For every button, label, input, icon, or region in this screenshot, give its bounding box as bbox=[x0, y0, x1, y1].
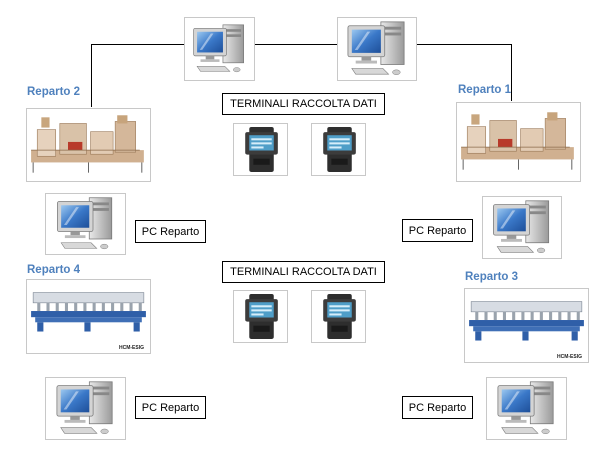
terminal-top-left[interactable] bbox=[233, 123, 288, 176]
embroidery-machine-icon bbox=[465, 289, 588, 349]
pc-reparto-left-bottom[interactable] bbox=[45, 377, 126, 440]
desktop-computer-icon bbox=[338, 18, 416, 80]
pc-reparto-right-bottom[interactable] bbox=[486, 377, 567, 440]
desktop-computer-icon bbox=[185, 18, 254, 80]
connector-left-vertical bbox=[91, 44, 92, 107]
production-line-icon bbox=[457, 103, 580, 181]
department-label-reparto-3: Reparto 3 bbox=[465, 271, 519, 283]
data-collection-terminal-icon bbox=[312, 124, 365, 175]
desktop-computer-icon bbox=[46, 194, 125, 254]
department-label-reparto-2: Reparto 2 bbox=[27, 86, 81, 98]
terminal-top-right[interactable] bbox=[311, 123, 366, 176]
pc-reparto-label-right-top: PC Reparto bbox=[402, 219, 473, 242]
data-collection-terminal-icon bbox=[234, 291, 287, 342]
desktop-computer-icon bbox=[483, 197, 561, 258]
data-collection-terminal-icon bbox=[234, 124, 287, 175]
pc-reparto-label-right-bottom: PC Reparto bbox=[402, 396, 473, 419]
pc-reparto-left-top[interactable] bbox=[45, 193, 126, 255]
desktop-computer-icon bbox=[487, 378, 566, 439]
pc-reparto-label-left-top: PC Reparto bbox=[135, 220, 206, 243]
connector-center-horizontal bbox=[255, 44, 337, 45]
terminal-bottom-left[interactable] bbox=[233, 290, 288, 343]
machine-image-reparto-3: HCM-ESIG bbox=[464, 288, 589, 363]
machine-caption-reparto-3: HCM-ESIG bbox=[557, 354, 582, 360]
department-label-reparto-4: Reparto 4 bbox=[27, 264, 81, 276]
machine-image-reparto-1 bbox=[456, 102, 581, 182]
embroidery-machine-icon bbox=[27, 280, 150, 340]
data-collection-terminal-icon bbox=[312, 291, 365, 342]
connector-right-horizontal bbox=[417, 44, 512, 45]
machine-image-reparto-4: HCM-ESIG bbox=[26, 279, 151, 354]
terminals-label-bottom: TERMINALI RACCOLTA DATI bbox=[222, 261, 385, 283]
terminal-bottom-right[interactable] bbox=[311, 290, 366, 343]
machine-caption-reparto-4: HCM-ESIG bbox=[119, 345, 144, 351]
connector-right-vertical bbox=[511, 44, 512, 101]
pc-reparto-right-top[interactable] bbox=[482, 196, 562, 259]
terminals-label-top: TERMINALI RACCOLTA DATI bbox=[222, 93, 385, 115]
connector-left-horizontal bbox=[91, 44, 184, 45]
server-computer-right[interactable] bbox=[337, 17, 417, 81]
server-computer-left[interactable] bbox=[184, 17, 255, 81]
machine-image-reparto-2 bbox=[26, 108, 151, 182]
production-line-icon bbox=[27, 109, 150, 181]
pc-reparto-label-left-bottom: PC Reparto bbox=[135, 396, 206, 419]
department-label-reparto-1: Reparto 1 bbox=[458, 84, 512, 96]
desktop-computer-icon bbox=[46, 378, 125, 439]
